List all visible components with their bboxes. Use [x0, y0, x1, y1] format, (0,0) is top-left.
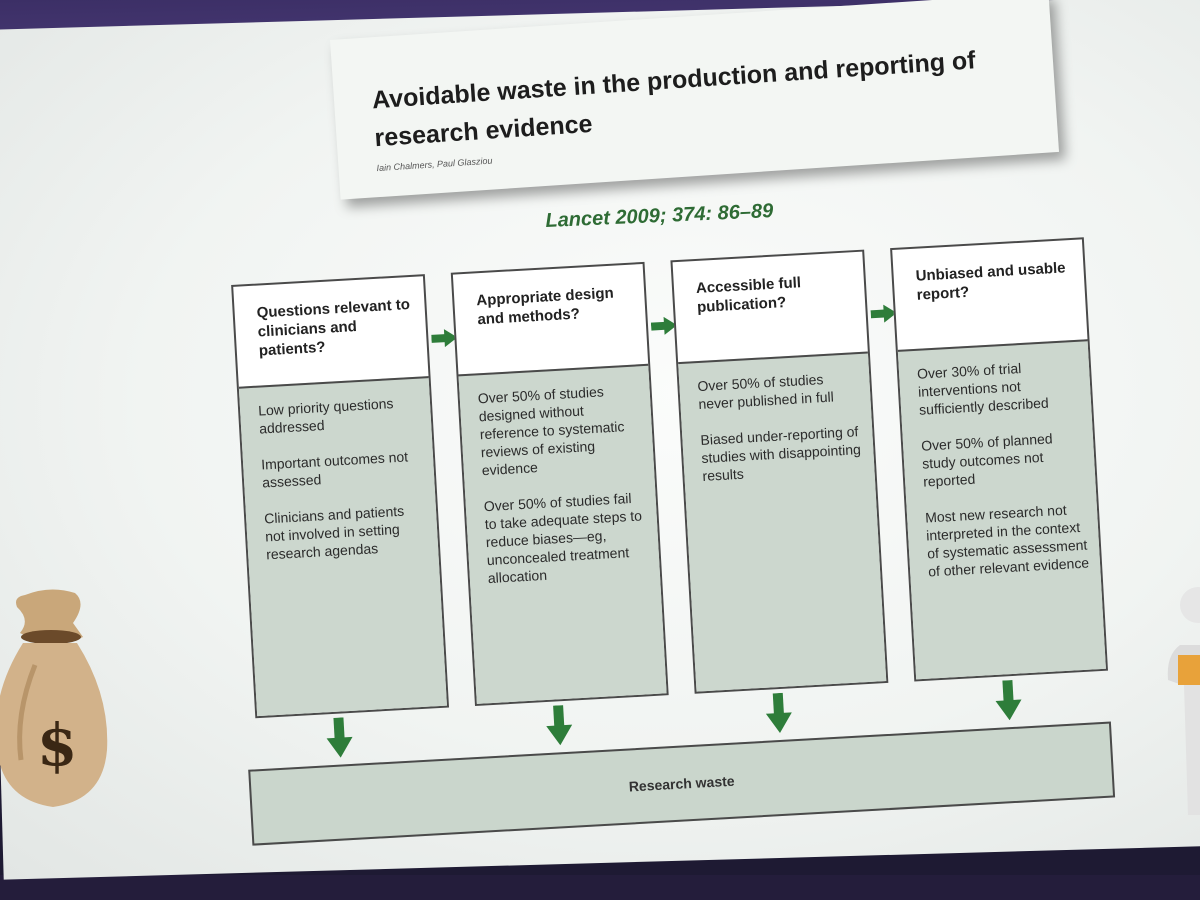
finding-item: Over 50% of studies designed without ref… [477, 383, 625, 479]
arrow-right-icon [431, 329, 458, 348]
stage-findings: Over 30% of trial interventions not suff… [897, 339, 1106, 680]
arrow-down-icon [995, 679, 1022, 721]
paper-authors: Iain Chalmers, Paul Glasziou [376, 155, 493, 174]
finding-item: Important outcomes not assessed [260, 448, 409, 491]
money-bag-symbol: $ [37, 711, 77, 779]
stage-findings: Low priority questions addressed Importa… [238, 376, 447, 717]
research-waste-diagram: Questions relevant to clinicians and pat… [230, 215, 1160, 846]
arrow-down-icon [765, 692, 792, 734]
bottom-band [0, 875, 1200, 900]
finding-item: Biased under-reporting of studies with d… [700, 423, 862, 484]
stage-column-3: Accessible full publication? Over 50% of… [670, 249, 889, 694]
finding-item: Over 50% of studies fail to take adequat… [483, 489, 643, 587]
stage-question: Accessible full publication? [695, 274, 802, 316]
stage-question: Appropriate design and methods? [475, 284, 615, 329]
stage-findings: Over 50% of studies designed without ref… [458, 363, 667, 704]
finding-item: Low priority questions addressed [257, 395, 394, 437]
stage-column-1: Questions relevant to clinicians and pat… [231, 274, 450, 719]
arrow-down-icon [546, 705, 573, 746]
mascot-figure-icon [1167, 587, 1200, 815]
stage-findings: Over 50% of studies never published in f… [678, 351, 887, 692]
research-waste-label: Research waste [628, 772, 735, 795]
arrow-right-icon [870, 304, 897, 323]
stage-question: Unbiased and usable report? [915, 259, 1066, 304]
paper-title: Avoidable waste in the production and re… [371, 46, 977, 153]
stage-column-2: Appropriate design and methods? Over 50%… [450, 261, 669, 707]
stage-question: Questions relevant to clinicians and pat… [256, 296, 411, 360]
arrow-down-icon [326, 717, 353, 758]
finding-item: Over 50% of studies never published in f… [697, 371, 835, 413]
finding-item: Over 50% of planned study outcomes not r… [920, 430, 1053, 490]
finding-item: Over 30% of trial interventions not suff… [916, 360, 1050, 418]
finding-item: Most new research not interpreted in the… [924, 501, 1090, 580]
finding-item: Clinicians and patients not involved in … [263, 502, 405, 563]
money-bag-icon: $ [0, 589, 108, 807]
arrow-right-icon [650, 316, 678, 335]
stage-column-4: Unbiased and usable report? Over 30% of … [890, 237, 1109, 682]
